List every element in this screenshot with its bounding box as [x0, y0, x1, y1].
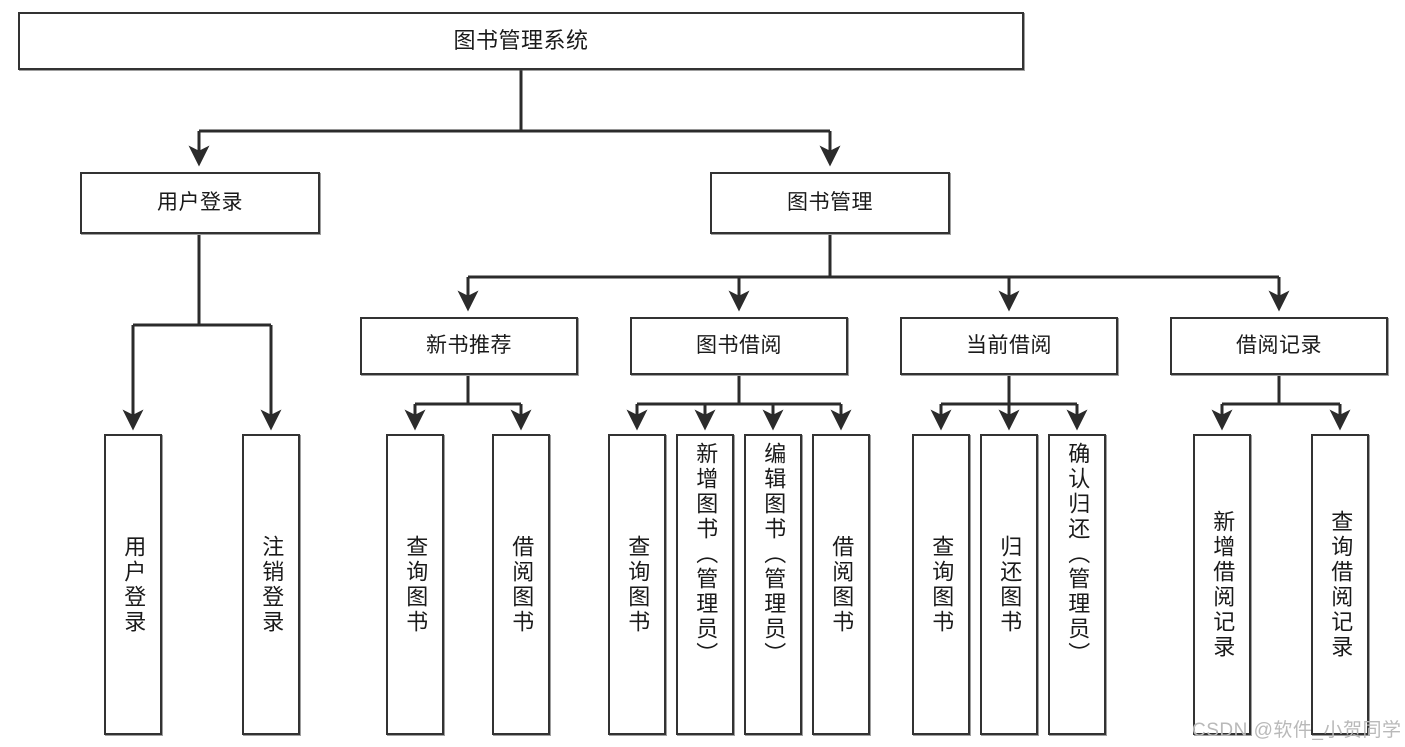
node-label: 借阅图书	[829, 534, 855, 635]
node-label: 查询图书	[625, 534, 651, 635]
node-new-book-recommend[interactable]: 新书推荐	[360, 317, 578, 375]
node-label: 新增图书（管理员）	[693, 442, 719, 667]
node-label: 确认归还（管理员）	[1065, 442, 1091, 667]
node-borrow-record[interactable]: 借阅记录	[1170, 317, 1388, 375]
node-book-management[interactable]: 图书管理	[710, 172, 950, 234]
node-book-borrow[interactable]: 图书借阅	[630, 317, 848, 375]
node-label: 查询借阅记录	[1328, 509, 1354, 660]
node-label: 图书管理	[787, 191, 873, 215]
node-root-system[interactable]: 图书管理系统	[18, 12, 1024, 70]
node-label: 图书借阅	[696, 334, 782, 358]
leaf-record-query-record[interactable]: 查询借阅记录	[1311, 434, 1369, 735]
leaf-current-return-book[interactable]: 归还图书	[980, 434, 1038, 735]
node-user-login[interactable]: 用户登录	[80, 172, 320, 234]
node-label: 新增借阅记录	[1210, 509, 1236, 660]
leaf-recommend-borrow-book[interactable]: 借阅图书	[492, 434, 550, 735]
node-label: 用户登录	[157, 191, 243, 215]
node-current-borrow[interactable]: 当前借阅	[900, 317, 1118, 375]
leaf-user-login-logout[interactable]: 注销登录	[242, 434, 300, 735]
node-label: 图书管理系统	[453, 27, 589, 53]
node-label: 查询图书	[929, 534, 955, 635]
leaf-user-login-login[interactable]: 用户登录	[104, 434, 162, 735]
leaf-borrow-edit-book-admin[interactable]: 编辑图书（管理员）	[744, 434, 802, 735]
node-label: 编辑图书（管理员）	[761, 442, 787, 667]
csdn-watermark: CSDN @软件_小贺同学	[1192, 720, 1402, 741]
node-label: 归还图书	[997, 534, 1023, 635]
leaf-borrow-borrow-book[interactable]: 借阅图书	[812, 434, 870, 735]
leaf-borrow-add-book-admin[interactable]: 新增图书（管理员）	[676, 434, 734, 735]
leaf-record-add-record[interactable]: 新增借阅记录	[1193, 434, 1251, 735]
node-label: 借阅图书	[509, 534, 535, 635]
leaf-borrow-query-book[interactable]: 查询图书	[608, 434, 666, 735]
node-label: 用户登录	[121, 534, 147, 635]
node-label: 当前借阅	[966, 334, 1052, 358]
leaf-recommend-query-book[interactable]: 查询图书	[386, 434, 444, 735]
node-label: 借阅记录	[1236, 334, 1322, 358]
leaf-current-query-book[interactable]: 查询图书	[912, 434, 970, 735]
node-label: 新书推荐	[426, 334, 512, 358]
node-label: 查询图书	[403, 534, 429, 635]
leaf-current-confirm-return-admin[interactable]: 确认归还（管理员）	[1048, 434, 1106, 735]
node-label: 注销登录	[259, 534, 285, 635]
